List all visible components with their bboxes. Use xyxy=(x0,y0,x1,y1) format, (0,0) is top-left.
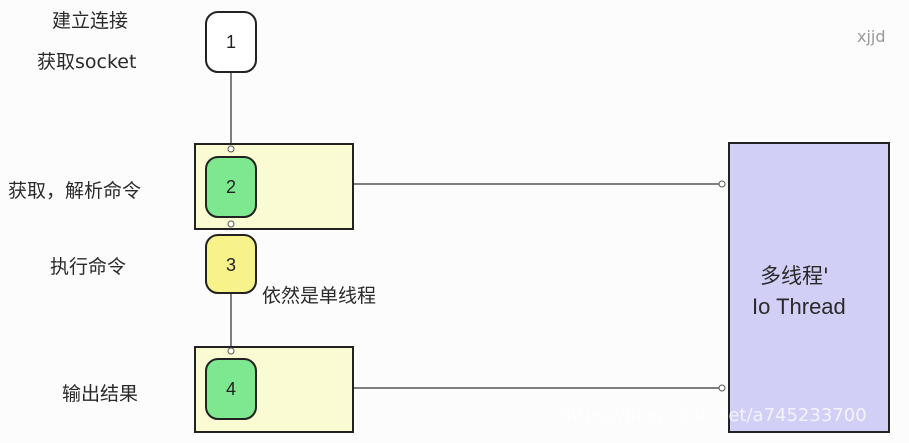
port-icon xyxy=(227,145,235,153)
step3-label: 执行命令 xyxy=(50,256,126,278)
step-number-1: 1 xyxy=(226,32,236,52)
step1-label-line1: 建立连接 xyxy=(52,10,128,32)
port-icon xyxy=(227,347,235,355)
step-node-4 xyxy=(205,358,257,420)
port-icon xyxy=(718,180,726,188)
step2-label: 获取，解析命令 xyxy=(8,180,141,202)
step-number-2: 2 xyxy=(226,177,236,197)
step-number-3: 3 xyxy=(226,255,236,275)
step3-note: 依然是单线程 xyxy=(262,285,376,307)
watermark: https://blog.csdn.net/a745233700 xyxy=(560,405,867,426)
io-thread-box xyxy=(728,142,890,433)
step-node-2 xyxy=(205,156,257,218)
step-node-3 xyxy=(205,234,257,294)
port-icon xyxy=(227,220,235,228)
port-icon xyxy=(718,384,726,392)
corner-mark: xjjd xyxy=(857,27,886,46)
step-node-1 xyxy=(205,11,257,73)
step4-label: 输出结果 xyxy=(62,383,138,405)
io-thread-label-en: Io Thread xyxy=(752,294,846,319)
io-thread-label-cn: 多线程' xyxy=(760,264,829,288)
step1-label-line2: 获取socket xyxy=(37,51,136,73)
step-number-4: 4 xyxy=(226,379,236,399)
